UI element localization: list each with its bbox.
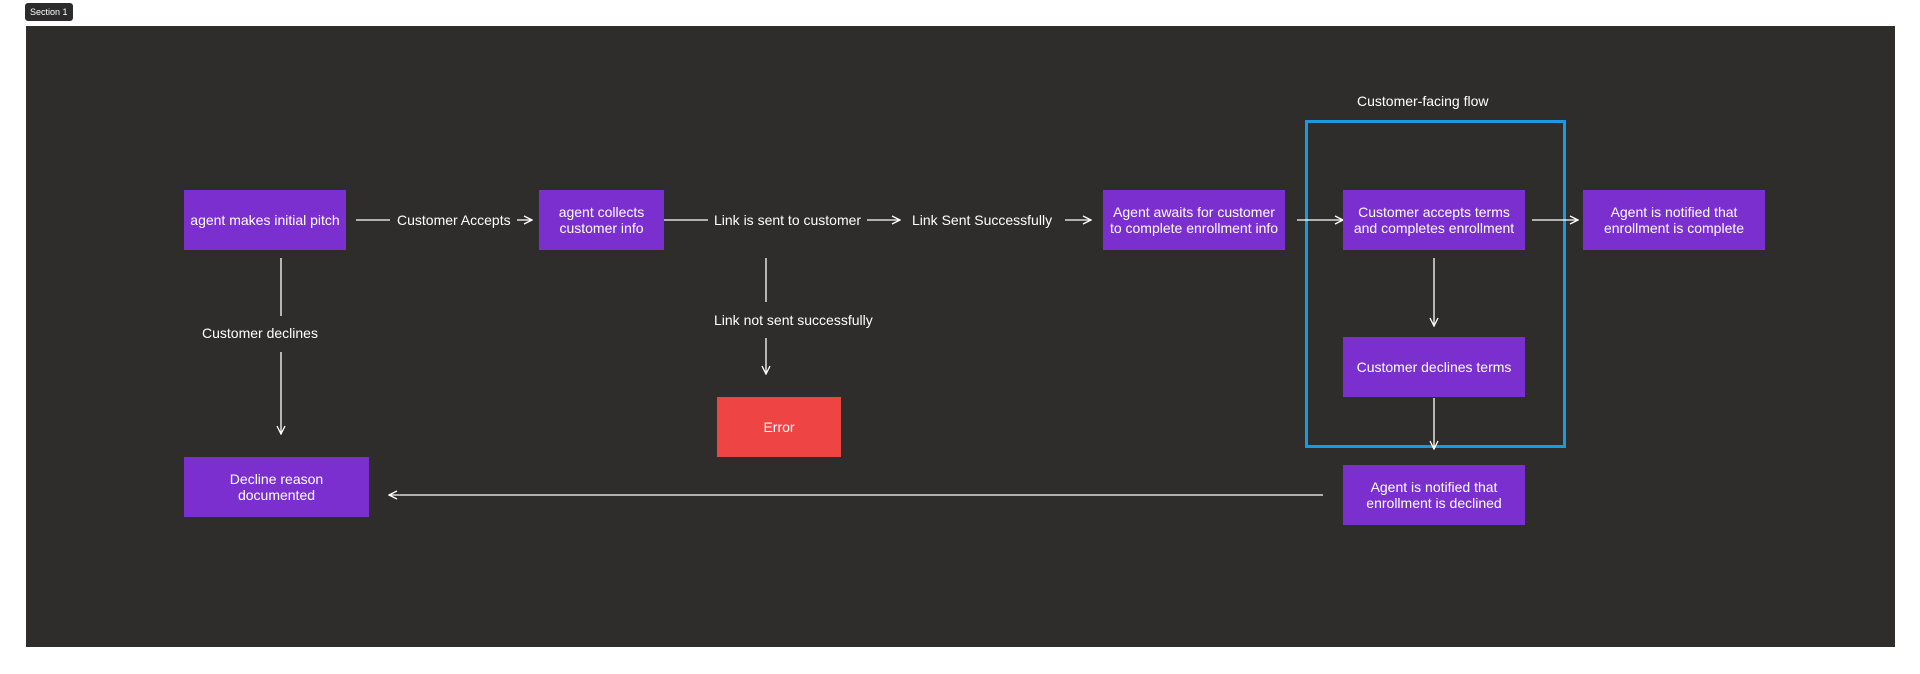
edge-label-link-sent-successfully: Link Sent Successfully bbox=[912, 212, 1053, 228]
diagram-canvas bbox=[26, 26, 1895, 647]
customer-facing-flow-group bbox=[1305, 120, 1566, 448]
node-collects-info[interactable]: agent collects customer info bbox=[539, 190, 664, 250]
section-tag[interactable]: Section 1 bbox=[25, 3, 73, 21]
edge-label-link-not-sent: Link not sent successfully bbox=[714, 312, 873, 328]
node-awaits-customer[interactable]: Agent awaits for customer to complete en… bbox=[1103, 190, 1285, 250]
node-error[interactable]: Error bbox=[717, 397, 841, 457]
group-title: Customer-facing flow bbox=[1357, 93, 1489, 109]
node-notified-declined[interactable]: Agent is notified that enrollment is dec… bbox=[1343, 465, 1525, 525]
node-decline-documented[interactable]: Decline reason documented bbox=[184, 457, 369, 517]
node-declines-terms[interactable]: Customer declines terms bbox=[1343, 337, 1525, 397]
node-accepts-terms[interactable]: Customer accepts terms and completes enr… bbox=[1343, 190, 1525, 250]
edge-label-customer-declines: Customer declines bbox=[202, 325, 318, 341]
edge-label-link-sent: Link is sent to customer bbox=[714, 212, 862, 228]
node-initial-pitch[interactable]: agent makes initial pitch bbox=[184, 190, 346, 250]
node-notified-complete[interactable]: Agent is notified that enrollment is com… bbox=[1583, 190, 1765, 250]
edge-label-customer-accepts: Customer Accepts bbox=[397, 212, 511, 228]
